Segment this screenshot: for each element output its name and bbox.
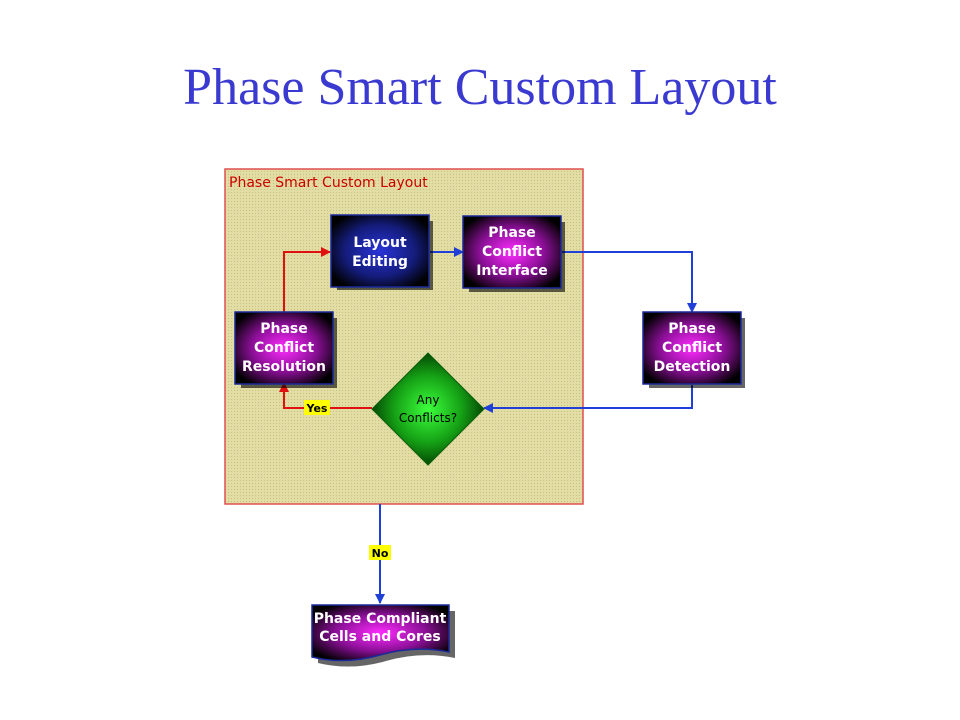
- arrow-resolution-to-editing: [283, 247, 331, 312]
- resolution-line-3: Resolution: [242, 359, 326, 375]
- yes-label: Yes: [304, 400, 330, 415]
- detection-line-1: Phase: [668, 321, 716, 337]
- layout-editing-line-1: Layout: [353, 235, 407, 251]
- detection-line-3: Detection: [654, 359, 731, 375]
- output-line-1: Phase Compliant: [314, 611, 447, 627]
- output-line-2: Cells and Cores: [319, 629, 441, 645]
- arrow-interface-to-detection: [562, 251, 697, 313]
- node-layout-editing: Layout Editing: [330, 214, 433, 290]
- panel-title: Phase Smart Custom Layout: [229, 175, 428, 191]
- node-phase-conflict-resolution: Phase Conflict Resolution: [234, 311, 337, 388]
- decision-line-2: Conflicts?: [399, 411, 457, 425]
- node-phase-conflict-interface: Phase Conflict Interface: [462, 215, 565, 292]
- yes-label-text: Yes: [306, 402, 328, 415]
- decision-line-1: Any: [417, 393, 440, 407]
- arrow-detection-to-decision: [483, 385, 693, 413]
- node-any-conflicts-decision: Any Conflicts?: [371, 352, 485, 466]
- no-label-text: No: [372, 547, 389, 560]
- resolution-line-2: Conflict: [254, 340, 314, 356]
- detection-line-2: Conflict: [662, 340, 722, 356]
- slide-title: Phase Smart Custom Layout: [183, 59, 777, 116]
- interface-line-1: Phase: [488, 225, 536, 241]
- arrow-decision-yes-to-resolution: [279, 382, 372, 409]
- interface-line-2: Conflict: [482, 244, 542, 260]
- no-label: No: [369, 545, 391, 560]
- resolution-line-1: Phase: [260, 321, 308, 337]
- node-phase-conflict-detection: Phase Conflict Detection: [642, 311, 745, 388]
- node-phase-compliant-output: Phase Compliant Cells and Cores: [311, 604, 455, 667]
- interface-line-3: Interface: [476, 263, 548, 279]
- layout-editing-line-2: Editing: [352, 254, 408, 270]
